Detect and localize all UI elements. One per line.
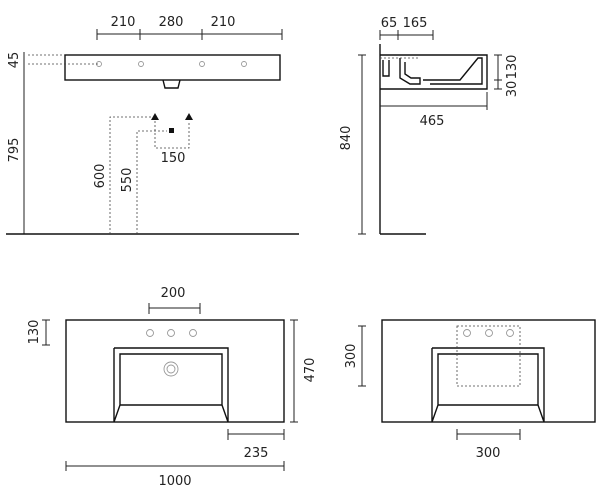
dim-210-left: 210 [111, 15, 136, 30]
basin-bowl-right [431, 347, 545, 423]
dim-300-vertical: 300 [344, 344, 359, 369]
tap-hole [138, 61, 144, 67]
front-view: 210 280 210 45 795 600 550 150 [6, 15, 299, 235]
dim-150: 150 [161, 151, 186, 166]
top-view-right: 300 300 [344, 319, 596, 461]
dim-280: 280 [159, 15, 184, 30]
drain-outlet [162, 79, 181, 89]
mounting-area [456, 325, 521, 387]
dim-550: 550 [120, 168, 135, 193]
dim-65: 65 [381, 16, 398, 31]
basin-bowl [113, 347, 229, 423]
dim-30-side: 30 [505, 81, 520, 98]
dim-795: 795 [7, 138, 22, 163]
basin-top-outline-right [381, 319, 596, 423]
dim-130-top: 130 [27, 320, 42, 345]
top-view-left: 200 130 470 235 1000 [27, 286, 318, 489]
dim-470: 470 [303, 358, 318, 383]
dim-200: 200 [161, 286, 186, 301]
basin-side-profile [380, 54, 488, 90]
dim-210-right: 210 [211, 15, 236, 30]
dim-300-horizontal: 300 [476, 446, 501, 461]
waste-outlet-marker [169, 128, 174, 133]
basin-front-body [64, 54, 281, 81]
dim-130-side: 130 [505, 55, 520, 80]
tap-hole [199, 61, 205, 67]
dim-1000: 1000 [158, 474, 191, 489]
basin-top-outline [65, 319, 285, 423]
tap-hole [167, 329, 175, 337]
dim-45: 45 [7, 52, 22, 69]
tap-hole [485, 329, 493, 337]
drain-icon [163, 361, 179, 377]
water-supply-marker [185, 113, 193, 120]
dim-165: 165 [403, 16, 428, 31]
tap-hole [146, 329, 154, 337]
tap-hole [463, 329, 471, 337]
dim-465: 465 [420, 114, 445, 129]
side-view: 65 165 130 30 465 840 [339, 16, 520, 235]
dim-600: 600 [93, 164, 108, 189]
tap-hole [241, 61, 247, 67]
tap-hole [189, 329, 197, 337]
dim-235: 235 [244, 446, 269, 461]
water-supply-marker [151, 113, 159, 120]
tap-hole [506, 329, 514, 337]
dim-840: 840 [339, 126, 354, 151]
